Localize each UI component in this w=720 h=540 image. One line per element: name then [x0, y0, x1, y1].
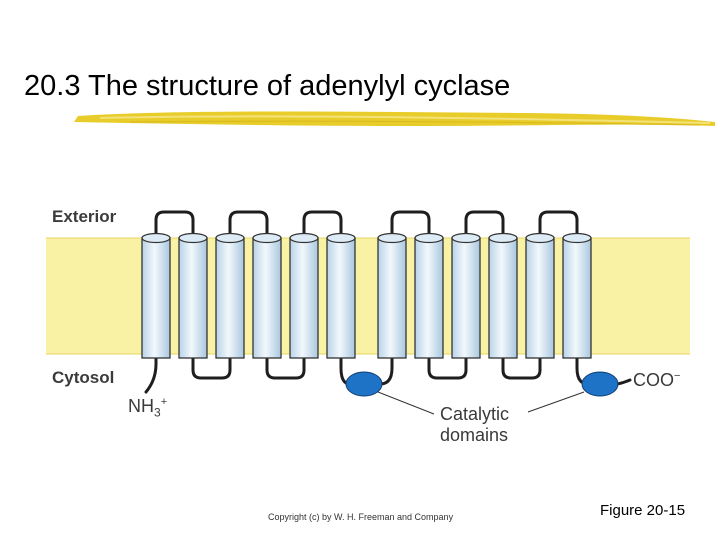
- transmembrane-helix: [252, 232, 282, 359]
- helix-1-1-cap: [141, 232, 171, 244]
- transmembrane-helix: [377, 232, 407, 359]
- helix-2-1-body: [377, 237, 407, 359]
- helix-2-4-cap: [488, 232, 518, 244]
- helix-2-6-cap: [562, 232, 592, 244]
- c-terminus-label: COO−: [633, 370, 681, 390]
- copyright-notice: Copyright (c) by W. H. Freeman and Compa…: [268, 512, 454, 522]
- helix-1-3-body: [215, 237, 245, 359]
- helix-2-3-cap: [451, 232, 481, 244]
- loop-1-5: [302, 210, 343, 240]
- helix-1-4-body: [252, 237, 282, 359]
- loop-1-1: [154, 210, 195, 240]
- pointer-to-domain-2: [527, 391, 585, 413]
- transmembrane-helix: [562, 232, 592, 359]
- helix-2-3-body: [451, 237, 481, 359]
- transmembrane-helix: [488, 232, 518, 359]
- transmembrane-helix: [326, 232, 356, 359]
- loop-1-2: [191, 356, 232, 380]
- helix-2-2-body: [414, 237, 444, 359]
- transmembrane-helix: [178, 232, 208, 359]
- figure-number: Figure 20-15: [600, 502, 686, 519]
- loop-1-3: [228, 210, 269, 240]
- helix-1-2-body: [178, 237, 208, 359]
- loop-2-3: [464, 210, 505, 240]
- helix-2-6-body: [562, 237, 592, 359]
- helix-1-3-cap: [215, 232, 245, 244]
- exterior-label: Exterior: [52, 207, 117, 226]
- helix-1-2-cap: [178, 232, 208, 244]
- linker-to-group-2: [378, 356, 394, 386]
- transmembrane-helix: [215, 232, 245, 359]
- helix-1-5-cap: [289, 232, 319, 244]
- transmembrane-helices: [141, 232, 619, 415]
- connecting-loops: [144, 210, 632, 394]
- transmembrane-helix: [525, 232, 555, 359]
- helix-2-1-cap: [377, 232, 407, 244]
- helix-2-5-body: [525, 237, 555, 359]
- helix-2-4-body: [488, 237, 518, 359]
- n-terminus-tail: [144, 356, 158, 394]
- loop-2-4: [501, 356, 542, 380]
- helix-1-1-body: [141, 237, 171, 359]
- title-underline: [74, 111, 715, 126]
- helix-1-4-cap: [252, 232, 282, 244]
- helix-1-6-body: [326, 237, 356, 359]
- catalytic-domain-2: [581, 371, 619, 397]
- helix-1-6-cap: [326, 232, 356, 244]
- pointer-to-domain-1: [377, 391, 435, 415]
- catalytic-domain-1: [345, 371, 383, 397]
- catalytic-domains-label: Catalytic domains: [440, 404, 510, 445]
- helix-1-5-body: [289, 237, 319, 359]
- transmembrane-helix: [451, 232, 481, 359]
- transmembrane-helix: [414, 232, 444, 359]
- helix-2-2-cap: [414, 232, 444, 244]
- transmembrane-helix: [141, 232, 171, 359]
- cytosol-label: Cytosol: [52, 368, 115, 387]
- loop-2-5: [538, 210, 579, 240]
- slide-title: 20.3 The structure of adenylyl cyclase: [24, 70, 511, 102]
- helix-2-5-cap: [525, 232, 555, 244]
- loop-2-2: [427, 356, 468, 380]
- n-terminus-label: NH3+: [128, 396, 168, 420]
- loop-2-1: [390, 210, 431, 240]
- transmembrane-helix: [289, 232, 319, 359]
- loop-1-4: [265, 356, 306, 380]
